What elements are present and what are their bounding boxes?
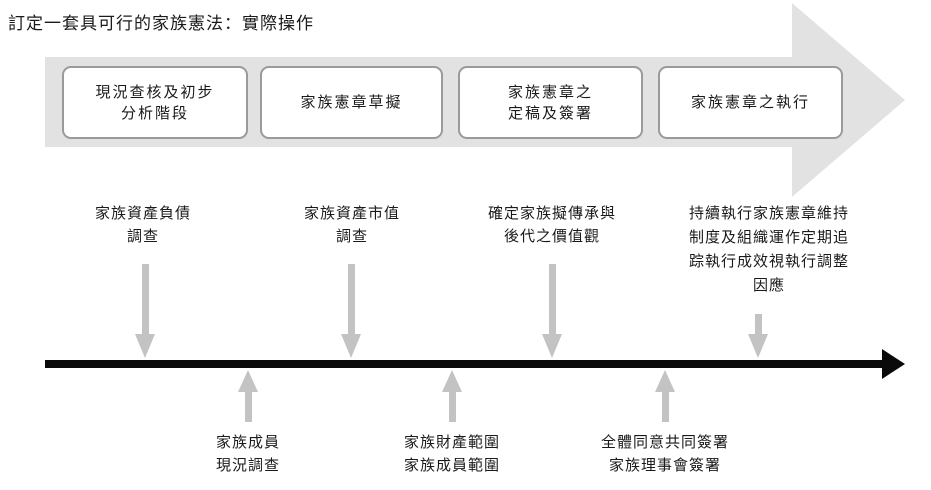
milestone-above-label-2: 家族資產市值 調查 — [303, 205, 400, 245]
stage-label: 現況查核及初步 分析階段 — [95, 83, 215, 122]
stage-label: 家族憲章草擬 — [300, 94, 403, 111]
arrow-head — [135, 334, 155, 358]
arrow-stem — [548, 264, 556, 334]
stage-box-charter-execute: 家族憲章之執行 — [658, 66, 843, 139]
stage-box-review-analysis: 現況查核及初步 分析階段 — [62, 66, 248, 139]
stage-box-charter-sign: 家族憲章之 定稿及簽署 — [458, 66, 643, 139]
milestone-above-label-3: 確定家族擬傳承與 後代之價值觀 — [487, 205, 616, 245]
stage-box-charter-draft: 家族憲章草擬 — [260, 66, 443, 139]
milestone-above-label-1: 家族資產負債 調查 — [94, 205, 191, 245]
arrow-head — [238, 370, 258, 392]
timeline-arrowhead-icon — [882, 349, 905, 379]
down-arrow-icon — [542, 264, 562, 358]
arrow-head — [341, 334, 361, 358]
arrow-head — [655, 370, 675, 392]
arrow-stem — [347, 264, 355, 334]
milestone-above-label-4: 持續執行家族憲章維持 制度及組織運作定期追 踪執行成效視執行調整 因應 — [688, 205, 849, 294]
down-arrow-icon — [341, 264, 361, 358]
milestone-below-label-2: 家族財產範圍 家族成員範圍 — [403, 434, 500, 474]
up-arrow-icon — [238, 370, 258, 422]
arrow-stem — [448, 392, 456, 422]
milestone-below-label-1: 家族成員 現況調查 — [215, 434, 280, 474]
stage-label: 家族憲章之執行 — [690, 94, 810, 111]
arrow-stem — [141, 264, 149, 334]
arrow-stem — [661, 392, 669, 422]
arrow-stem — [244, 392, 252, 422]
up-arrow-icon — [442, 370, 462, 422]
down-arrow-icon — [135, 264, 155, 358]
timeline-axis — [45, 360, 883, 368]
diagram-title: 訂定一套具可行的家族憲法：實際操作 — [8, 14, 314, 33]
down-arrow-icon — [748, 314, 768, 358]
milestone-below-label-3: 全體同意共同簽署 家族理事會簽署 — [600, 434, 729, 474]
arrow-head — [442, 370, 462, 392]
stage-label: 家族憲章之 定稿及簽署 — [507, 83, 593, 122]
up-arrow-icon — [655, 370, 675, 422]
arrow-head — [542, 334, 562, 358]
arrow-head — [748, 334, 768, 358]
arrow-stem — [754, 314, 762, 334]
